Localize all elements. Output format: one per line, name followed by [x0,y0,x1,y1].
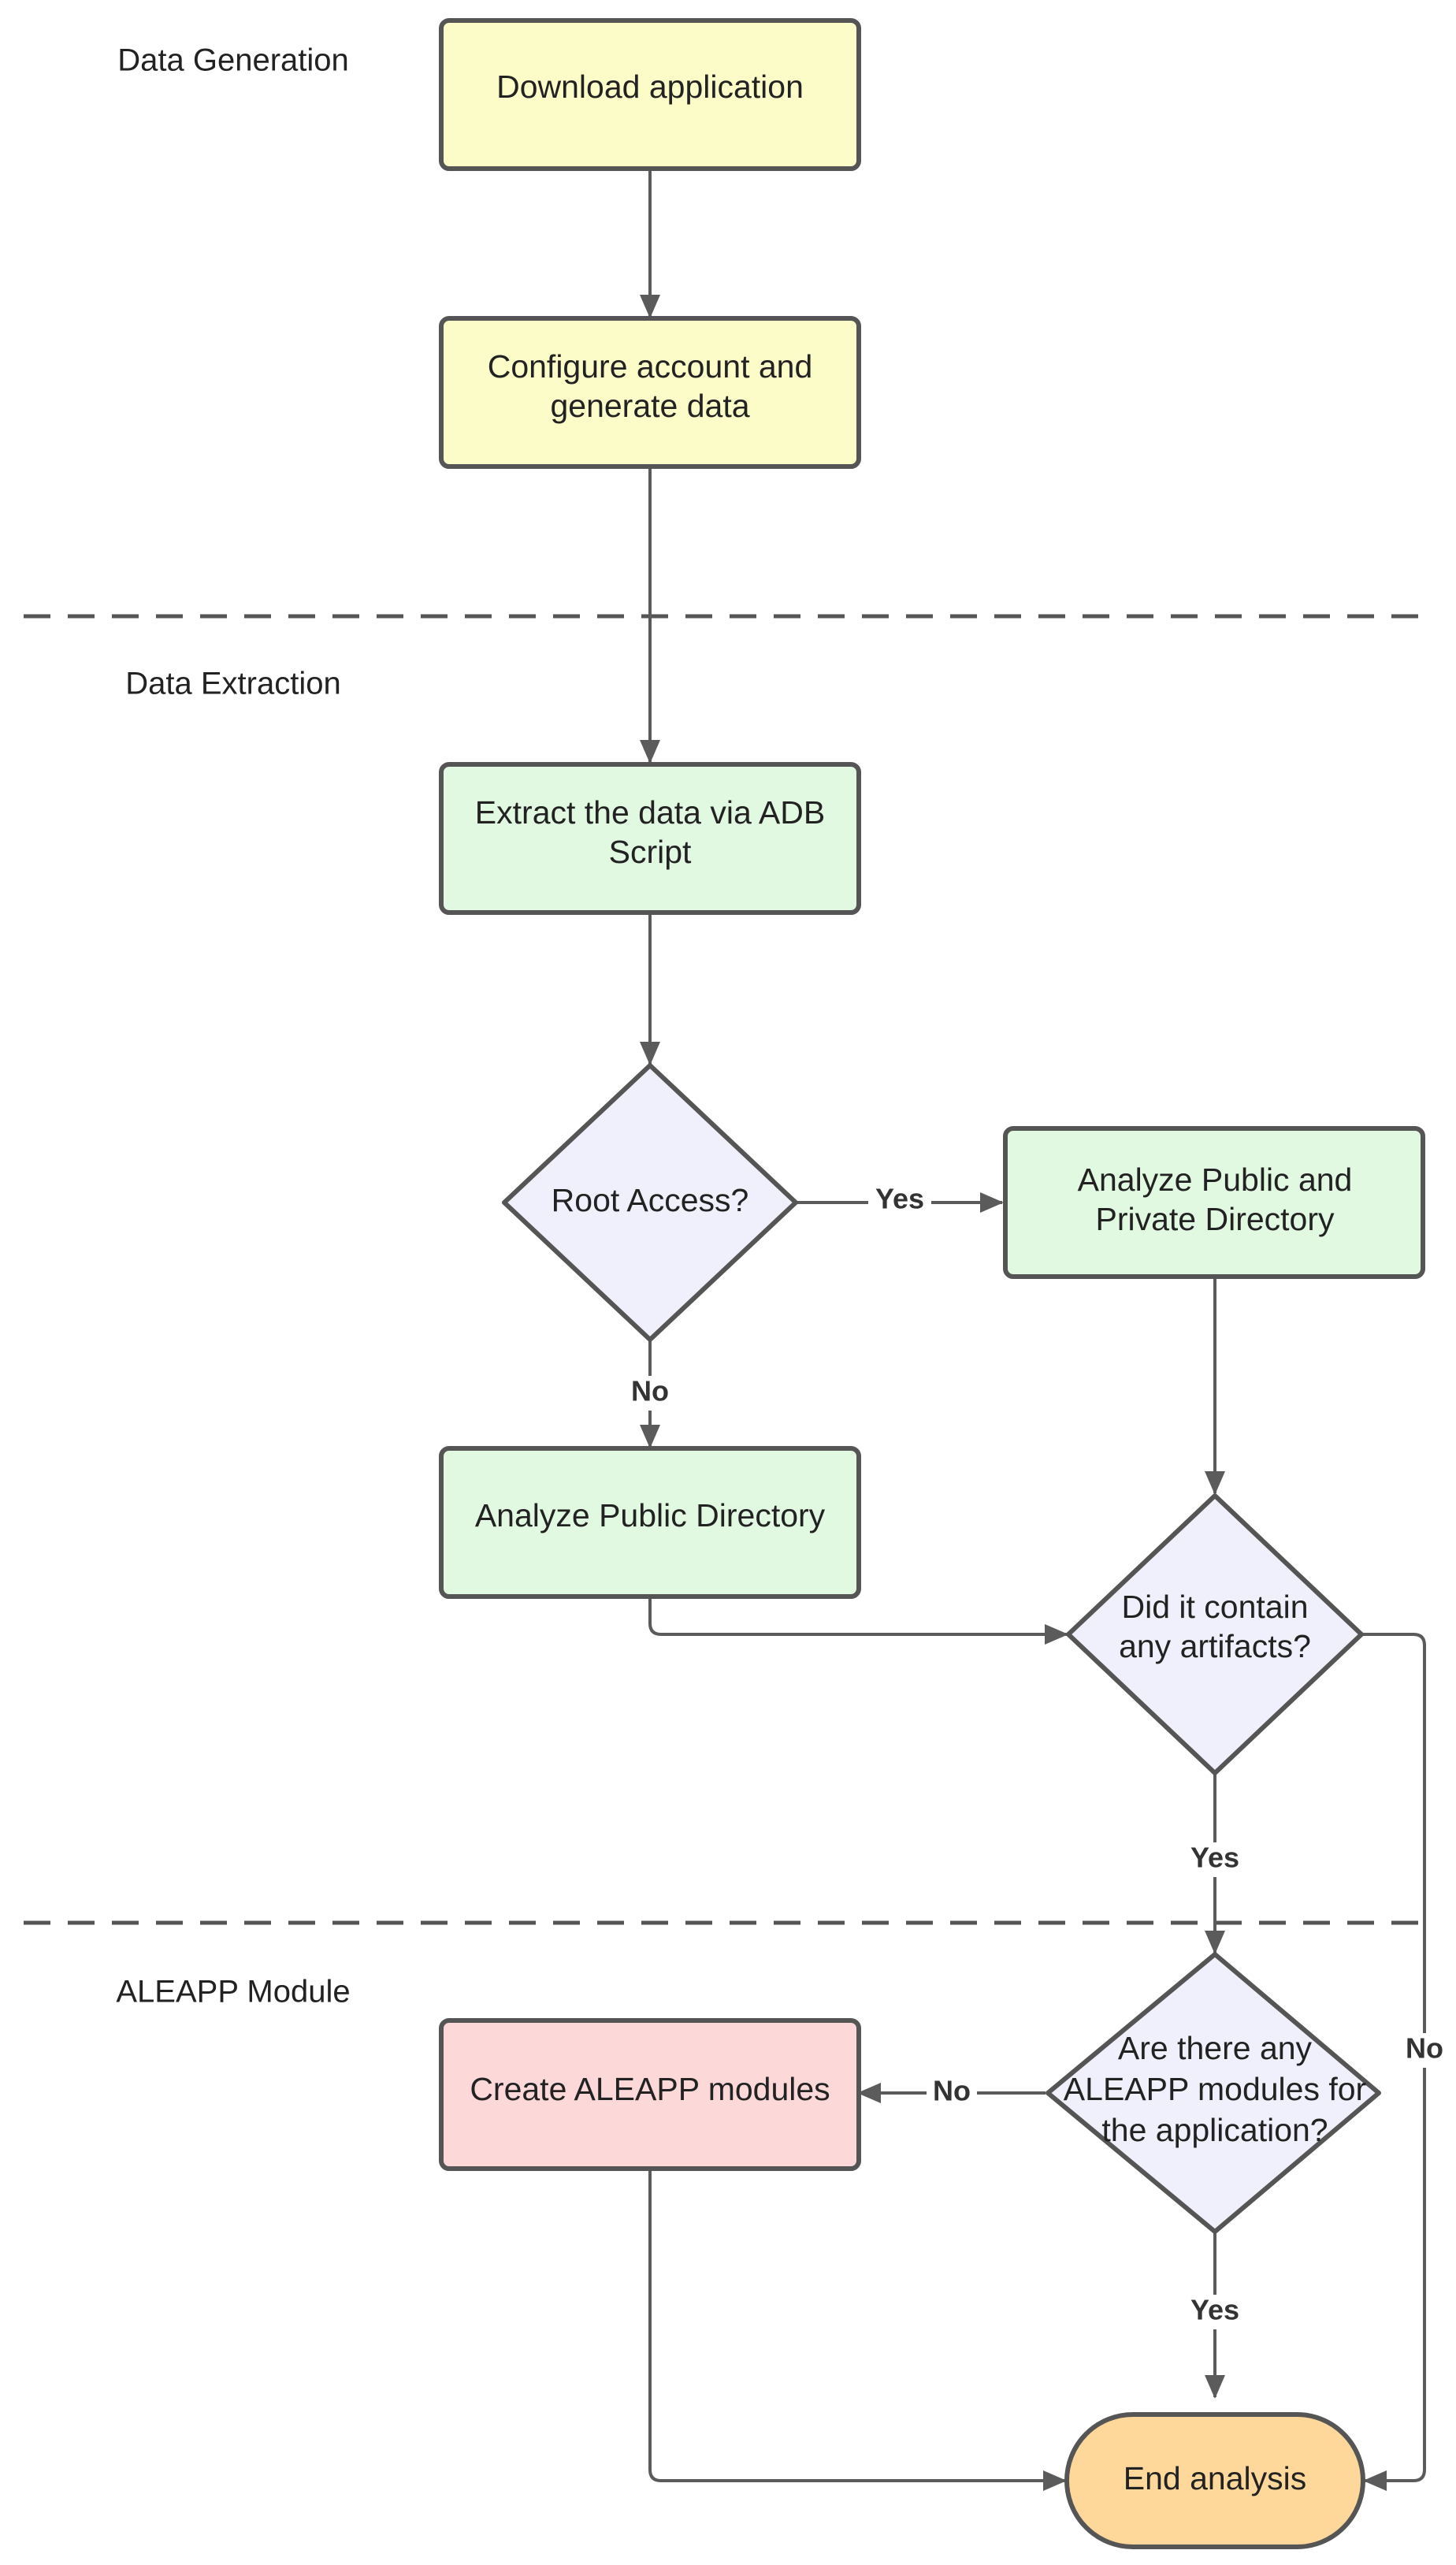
edge-label-artifacts-no: No [1406,2032,1443,2065]
section-label-data-generation: Data Generation [117,43,349,78]
edge-label-modules-no: No [933,2075,971,2107]
edge-create-modules-to-end [648,2169,1067,2491]
section-label-data-extraction: Data Extraction [125,667,340,701]
node-modules-decision-label-line2: ALEAPP modules for [1064,2071,1366,2107]
node-configure-label-line2: generate data [550,388,749,424]
node-analyze-public: Analyze Public Directory [439,1446,861,1599]
node-analyze-public-private-shape [1003,1126,1425,1279]
edge-analyze-public-to-artifacts [648,1597,1068,1645]
edge-labels: Yes No Yes No No Yes [625,1183,1450,2329]
node-create-modules-shape [439,2018,861,2171]
node-end-analysis: End analysis [1064,2412,1365,2549]
node-configure: Configure account and generate data [439,316,861,469]
node-root-access: Root Access? [502,1063,798,1342]
node-analyze-public-private: Analyze Public and Private Directory [1003,1126,1425,1279]
node-analyze-public-private-label-line1: Analyze Public and [1078,1162,1353,1198]
node-extract: Extract the data via ADB Script [439,762,861,915]
node-root-access-label: Root Access? [552,1182,749,1218]
edge-label-modules-yes: Yes [1190,2294,1239,2326]
node-artifacts-decision-label-line1: Did it contain [1121,1589,1308,1625]
node-analyze-public-private-label-line2: Private Directory [1095,1201,1335,1237]
node-extract-label-line2: Script [609,834,692,870]
node-modules-decision-label-line1: Are there any [1118,2030,1313,2066]
node-create-modules: Create ALEAPP modules [439,2018,861,2171]
node-extract-label-line1: Extract the data via ADB [475,794,825,831]
node-root-access-shape [502,1063,798,1342]
node-analyze-public-label: Analyze Public Directory [475,1497,826,1533]
node-modules-decision: Are there any ALEAPP modules for the app… [1046,1952,1381,2234]
node-download: Download application [439,18,861,171]
edge-label-artifacts-yes: Yes [1190,1842,1239,1874]
node-artifacts-decision: Did it contain any artifacts? [1066,1493,1364,1775]
node-modules-decision-shape [1046,1952,1381,2234]
node-analyze-public-shape [439,1446,861,1599]
node-download-shape [439,18,861,171]
edge-label-root-yes: Yes [875,1183,924,1215]
node-configure-shape [439,316,861,469]
node-artifacts-decision-label-line2: any artifacts? [1119,1628,1311,1664]
edge-label-root-no: No [631,1375,669,1407]
node-end-analysis-label: End analysis [1124,2460,1306,2496]
node-modules-decision-label-line3: the application? [1101,2112,1328,2148]
node-create-modules-label: Create ALEAPP modules [470,2071,830,2107]
node-extract-shape [439,762,861,915]
node-artifacts-decision-shape [1066,1493,1364,1775]
node-configure-label-line1: Configure account and [488,348,813,385]
node-end-analysis-shape [1064,2412,1365,2549]
section-label-aleapp-module: ALEAPP Module [116,1975,350,2009]
node-download-label: Download application [496,69,804,105]
